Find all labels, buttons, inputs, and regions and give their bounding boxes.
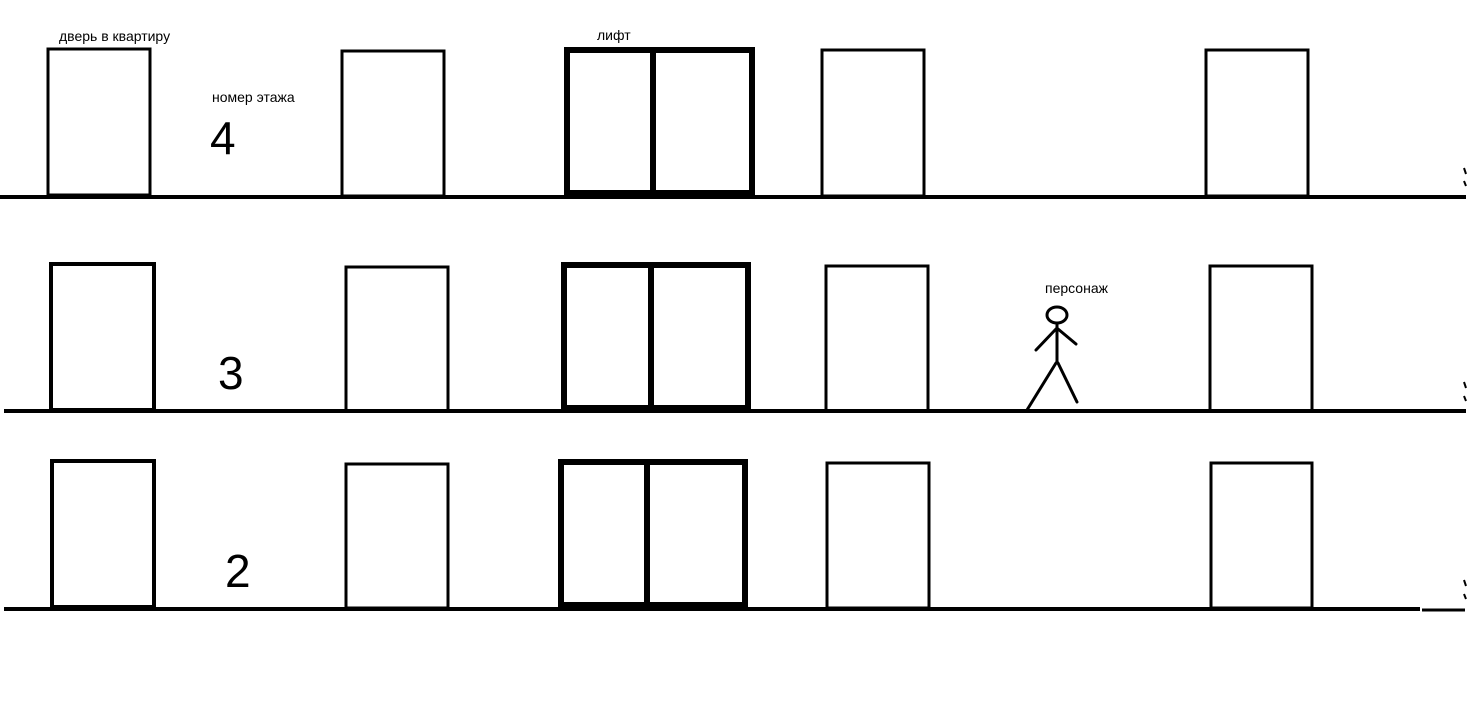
character-leg-right [1056,361,1079,404]
apartment-door [49,262,156,412]
elevator-annotation: лифт [597,27,631,43]
apartment-door [1209,461,1314,610]
floor-number-3: 3 [218,347,244,399]
apartment-door [344,265,450,413]
apartment-door [340,49,446,198]
floor-number-annotation: номер этажа [212,89,295,105]
character-head [1045,305,1069,325]
elevator [564,47,755,196]
floor-number-4: 4 [210,112,236,164]
apartment-door [46,47,152,197]
apartment-door [50,459,156,609]
character-annotation: персонаж [1045,280,1108,296]
apartment-door [820,48,926,198]
elevator [558,459,748,608]
elevator [561,262,751,411]
floor-3 [4,262,1466,413]
apartment-door [1208,264,1314,413]
character-leg-left [1025,361,1058,412]
apartment-door [825,461,931,610]
character-arm-right [1056,327,1078,346]
apartment-door [344,462,450,610]
floor-number-2: 2 [225,545,251,597]
apartment-door-annotation: дверь в квартиру [59,28,171,44]
floor-2 [4,459,1465,612]
character-figure [1025,305,1079,412]
floor-4 [0,47,1466,199]
edge-marks [1463,167,1467,600]
apartment-door [1204,48,1310,198]
character-arm-left [1034,327,1058,352]
apartment-door [824,264,930,413]
